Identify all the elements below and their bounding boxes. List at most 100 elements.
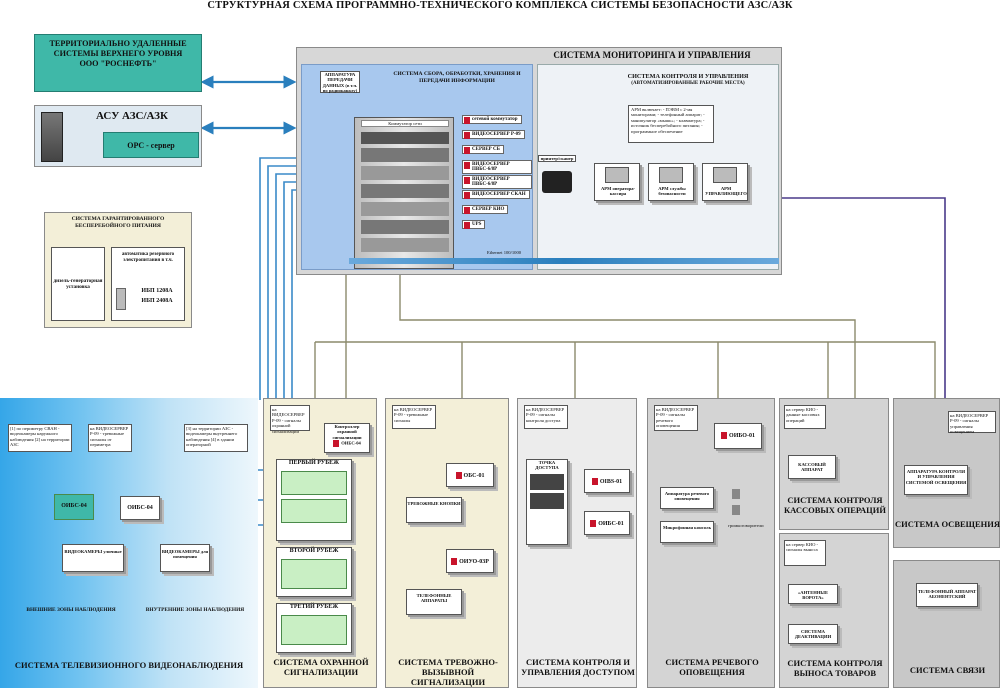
ats-label: автоматика резервного электропитания в т… bbox=[121, 252, 175, 263]
arm-operator-label: АРМ оператора-кассира bbox=[600, 186, 636, 197]
lighting-system-panel: на ВИДЕОСЕРВЕР Р-09 - сигналы управления… bbox=[893, 398, 1000, 548]
rack-device-0: сетевой коммутатор bbox=[462, 115, 522, 124]
alarm-system-panel: на ВИДЕОСЕРВЕР Р-09 - тревожные сигналы … bbox=[385, 398, 509, 688]
inner-cameras: ВИДЕОКАМЕРЫ для помещения bbox=[160, 544, 210, 572]
control-subtitle: (АВТОМАТИЗИРОВАННЫЕ РАБОЧИЕ МЕСТА) bbox=[631, 81, 745, 86]
sensor-card bbox=[281, 559, 347, 589]
monitoring-panel: СИСТЕМА МОНИТОРИНГА И УПРАВЛЕНИЯ АППАРАТ… bbox=[296, 47, 782, 275]
rack-unit bbox=[361, 220, 449, 234]
distribution-line bbox=[399, 268, 856, 400]
access-note: на ВИДЕОСЕРВЕР Р-09 - сигналы контроля д… bbox=[524, 405, 568, 429]
cash-system-name: СИСТЕМА КОНТРОЛЯ КАССОВЫХ ОПЕРАЦИЙ bbox=[783, 495, 887, 515]
printer-icon bbox=[542, 171, 572, 193]
access-points-label: ТОЧКА ДОСТУПА bbox=[535, 460, 559, 471]
alarm-device-2: ОИУО-03Р bbox=[446, 549, 494, 573]
door-icon bbox=[530, 473, 564, 490]
ups-label-1: ИБП 1208А bbox=[141, 288, 173, 294]
cash-note: на сервер КИО - данные кассовых операций bbox=[784, 405, 826, 429]
video-note-c: [3] на территории АЗС - видеокамеры внут… bbox=[184, 424, 248, 452]
voice-device: ОИБО-01 bbox=[714, 423, 762, 449]
collect-panel: АППАРАТУРА ПЕРЕДАЧИ ДАННЫХ (в т.ч. по ра… bbox=[301, 64, 533, 270]
video-system-name: СИСТЕМА ТЕЛЕВИЗИОННОГО ВИДЕОНАБЛЮДЕНИЯ bbox=[14, 660, 244, 670]
access-device-1: OIBS-01 bbox=[584, 469, 630, 493]
rack-unit bbox=[361, 184, 449, 198]
alarm-note: на ВИДЕОСЕРВЕР Р-09 - тревожные сигналы bbox=[392, 405, 436, 429]
bus-line bbox=[267, 165, 296, 440]
device-icon bbox=[721, 432, 728, 439]
goods-system-name: СИСТЕМА КОНТРОЛЯ ВЫНОСА ТОВАРОВ bbox=[787, 658, 883, 678]
collect-title: СИСТЕМА СБОРА, ОБРАБОТКИ, ХРАНЕНИЯ И ПЕР… bbox=[393, 71, 521, 84]
rack-device-2: СЕРВЕР СБ bbox=[462, 145, 504, 154]
computer-icon bbox=[713, 167, 737, 183]
remote-systems-label: ТЕРРИТОРИАЛЬНО УДАЛЕННЫЕ СИСТЕМЫ ВЕРХНЕГ… bbox=[49, 39, 187, 68]
security-controller: Контроллер охранной сигнализации ОИБС-04 bbox=[324, 423, 370, 453]
outer-zones-label: ВНЕШНИЕ ЗОНЫ НАБЛЮДЕНИЯ bbox=[26, 607, 116, 613]
alarm-system-name: СИСТЕМА ТРЕВОЖНО-ВЫЗЫВНОЙ СИГНАЛИЗАЦИИ bbox=[398, 657, 498, 687]
rack-unit bbox=[361, 238, 449, 252]
second-line-label: ВТОРОЙ РУБЕЖ bbox=[289, 548, 339, 554]
arm-operator: АРМ оператора-кассира bbox=[594, 163, 640, 201]
speaker-icon bbox=[732, 505, 740, 515]
device-icon bbox=[455, 472, 462, 479]
first-line-box: ПЕРВЫЙ РУБЕЖ bbox=[276, 459, 352, 541]
power-system-title: СИСТЕМА ГАРАНТИРОВАННОГО БЕСПЕРЕБОЙНОГО … bbox=[71, 216, 165, 229]
sensor-card bbox=[281, 615, 347, 645]
video-system-panel: [1] по периметру СВАН - видеокамеры нару… bbox=[0, 398, 258, 688]
cash-system-panel: на сервер КИО - данные кассовых операций… bbox=[779, 398, 889, 530]
voice-system-panel: на ВИДЕОСЕРВЕР Р-09 - сигналы речевого о… bbox=[647, 398, 775, 688]
access-system-panel: на ВИДЕОСЕРВЕР Р-09 - сигналы контроля д… bbox=[517, 398, 637, 688]
rack-unit bbox=[361, 132, 449, 144]
goods-note: на сервер КИО - сигналы выноса bbox=[784, 540, 826, 566]
ats-box: автоматика резервного электропитания в т… bbox=[111, 247, 185, 321]
alarm-device-1: ОБС-01 bbox=[446, 463, 494, 487]
voice-amplifier: Аппаратура речевого оповещения bbox=[660, 487, 714, 509]
ethernet-bus bbox=[349, 258, 779, 264]
purple-link bbox=[735, 197, 946, 400]
server-computer-icon bbox=[41, 112, 63, 162]
device-icon bbox=[590, 520, 597, 527]
control-panel: СИСТЕМА КОНТРОЛЯ И УПРАВЛЕНИЯ (АВТОМАТИЗ… bbox=[537, 64, 779, 270]
security-system-name: СИСТЕМА ОХРАННОЙ СИГНАЛИЗАЦИИ bbox=[273, 657, 369, 677]
access-device-1-label: OIBS-01 bbox=[599, 478, 623, 485]
cash-register: КАССОВЫЙ АППАРАТ bbox=[788, 455, 836, 479]
inner-zones-label: ВНУТРЕННИЕ ЗОНЫ НАБЛЮДЕНИЯ bbox=[145, 607, 245, 613]
speakers-label: громкоговорители bbox=[728, 523, 764, 528]
access-system-name: СИСТЕМА КОНТРОЛЯ И УПРАВЛЕНИЯ ДОСТУПОМ bbox=[521, 657, 635, 677]
security-system-panel: на ВИДЕОСЕРВЕР Р-09 - сигналы охранной с… bbox=[263, 398, 377, 688]
first-line-label: ПЕРВЫЙ РУБЕЖ bbox=[288, 460, 340, 466]
comm-box: ТЕЛЕФОННЫЙ АППАРАТ АБОНЕНТСКИЙ bbox=[916, 583, 978, 607]
device-icon bbox=[591, 478, 598, 485]
printer-label: принтер/сканер bbox=[538, 155, 576, 163]
lighting-box: АППАРАТУРА КОНТРОЛЯ И УПРАВЛЕНИЯ СИСТЕМО… bbox=[904, 465, 968, 495]
access-device-2-label: ОИБС-01 bbox=[598, 520, 624, 527]
rack-device-3: ВИДЕОСЕРВЕР ПВБС-6/8Р bbox=[462, 160, 532, 174]
access-device-2: ОИБС-01 bbox=[584, 511, 630, 535]
goods-deactivation: СИСТЕМА ДЕАКТИВАЦИИ bbox=[788, 624, 838, 644]
bus-line bbox=[259, 157, 296, 400]
third-line-label: ТРЕТИЙ РУБЕЖ bbox=[289, 604, 339, 610]
voice-device-label: ОИБО-01 bbox=[729, 432, 755, 439]
rack-device-4: ВИДЕОСЕРВЕР ПВБС-6/8Р bbox=[462, 175, 532, 189]
rack-device-6: СЕРВЕР КИО bbox=[462, 205, 509, 214]
goods-gates: «АНТЕННЫЕ ВОРОТА» bbox=[788, 584, 838, 604]
comm-system-name: СИСТЕМА СВЯЗИ bbox=[909, 665, 986, 675]
server-rack: Коммутатор сети bbox=[354, 117, 454, 269]
comm-system-panel: ТЕЛЕФОННЫЙ АППАРАТ АБОНЕНТСКИЙ СИСТЕМА С… bbox=[893, 560, 1000, 688]
rack-device-7: UPS bbox=[462, 220, 486, 229]
video-device-2: ОИБС-04 bbox=[120, 496, 160, 520]
diagram-title: СТРУКТУРНАЯ СХЕМА ПРОГРАММНО-ТЕХНИЧЕСКОГ… bbox=[207, 0, 793, 11]
arm-security: АРМ службы безопасности bbox=[648, 163, 694, 201]
outer-cameras: ВИДЕОКАМЕРЫ уличные bbox=[62, 544, 124, 572]
rack-unit bbox=[361, 166, 449, 180]
alarm-device-1-label: ОБС-01 bbox=[463, 472, 485, 479]
second-line-box: ВТОРОЙ РУБЕЖ bbox=[276, 547, 352, 597]
sensor-card bbox=[281, 499, 347, 523]
video-device-1: ОИБС-04 bbox=[54, 494, 94, 520]
device-icon bbox=[451, 558, 458, 565]
ups-label-2: ИБП 2408А bbox=[141, 298, 173, 304]
rack-unit bbox=[361, 148, 449, 162]
speaker-icon bbox=[732, 489, 740, 499]
goods-system-panel: на сервер КИО - сигналы выноса «АНТЕННЫЕ… bbox=[779, 533, 889, 688]
alarm-device-2-label: ОИУО-03Р bbox=[459, 558, 489, 565]
voice-microphone: Микрофонная консоль bbox=[660, 521, 714, 543]
